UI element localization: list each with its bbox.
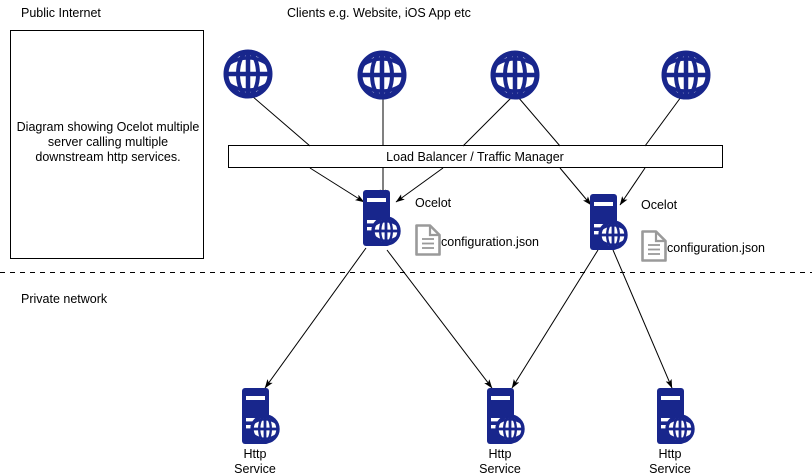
ocelot-label-1: Ocelot bbox=[415, 196, 452, 210]
arrow-ocelot1-svc2 bbox=[386, 249, 493, 389]
globe-icon[interactable] bbox=[661, 50, 711, 100]
client-to-lb-links bbox=[251, 95, 682, 147]
arrow-lb-ocelot1-a bbox=[309, 167, 365, 203]
configuration-label-1: configuration.json bbox=[441, 235, 539, 249]
clients-label: Clients e.g. Website, iOS App etc bbox=[287, 6, 471, 20]
globe-icon[interactable] bbox=[490, 50, 540, 100]
arrow-lb-ocelot2-a bbox=[559, 167, 592, 206]
arrow-ocelot1-svc1 bbox=[264, 247, 367, 389]
http-service-1[interactable] bbox=[242, 388, 280, 444]
document-icon[interactable] bbox=[415, 224, 441, 256]
description-box bbox=[10, 30, 204, 259]
configuration-label-2: configuration.json bbox=[667, 241, 765, 255]
arrow-lb-ocelot1-c bbox=[395, 167, 444, 203]
globe-icon bbox=[371, 216, 401, 246]
globe-icon bbox=[598, 220, 628, 250]
ocelot-gateway-1[interactable] bbox=[363, 190, 401, 246]
description-box-text: Diagram showing Ocelot multiple server c… bbox=[16, 120, 200, 164]
globe-icon bbox=[495, 414, 525, 444]
arrow-ocelot2-svc2 bbox=[511, 249, 599, 389]
arrow-lb-ocelot2-b bbox=[619, 167, 646, 206]
load-balancer-bar[interactable] bbox=[228, 145, 723, 168]
globe-icon bbox=[665, 414, 695, 444]
http-service-2[interactable] bbox=[487, 388, 525, 444]
http-service-label-2: Http Service bbox=[479, 447, 521, 474]
link-client3-lb bbox=[462, 96, 513, 147]
ocelot-to-service-links bbox=[264, 247, 673, 389]
http-service-label-1: Http Service bbox=[234, 447, 276, 474]
ocelot-label-2: Ocelot bbox=[641, 198, 678, 212]
http-service-label-3: Http Service bbox=[649, 447, 691, 474]
http-service-3[interactable] bbox=[657, 388, 695, 444]
load-balancer-label: Load Balancer / Traffic Manager bbox=[386, 150, 564, 164]
globe-icon[interactable] bbox=[357, 50, 407, 100]
ocelot-gateway-2[interactable] bbox=[590, 194, 628, 250]
private-network-label: Private network bbox=[21, 292, 108, 306]
globe-icon bbox=[250, 414, 280, 444]
link-client4-lb bbox=[644, 96, 682, 147]
link-client1-lb bbox=[251, 95, 311, 147]
link-client3b-lb bbox=[517, 96, 561, 147]
arrow-ocelot2-svc3 bbox=[612, 249, 673, 389]
client-globes bbox=[223, 49, 711, 100]
public-internet-label: Public Internet bbox=[21, 6, 101, 20]
globe-icon[interactable] bbox=[223, 49, 273, 99]
document-icon[interactable] bbox=[641, 230, 667, 262]
